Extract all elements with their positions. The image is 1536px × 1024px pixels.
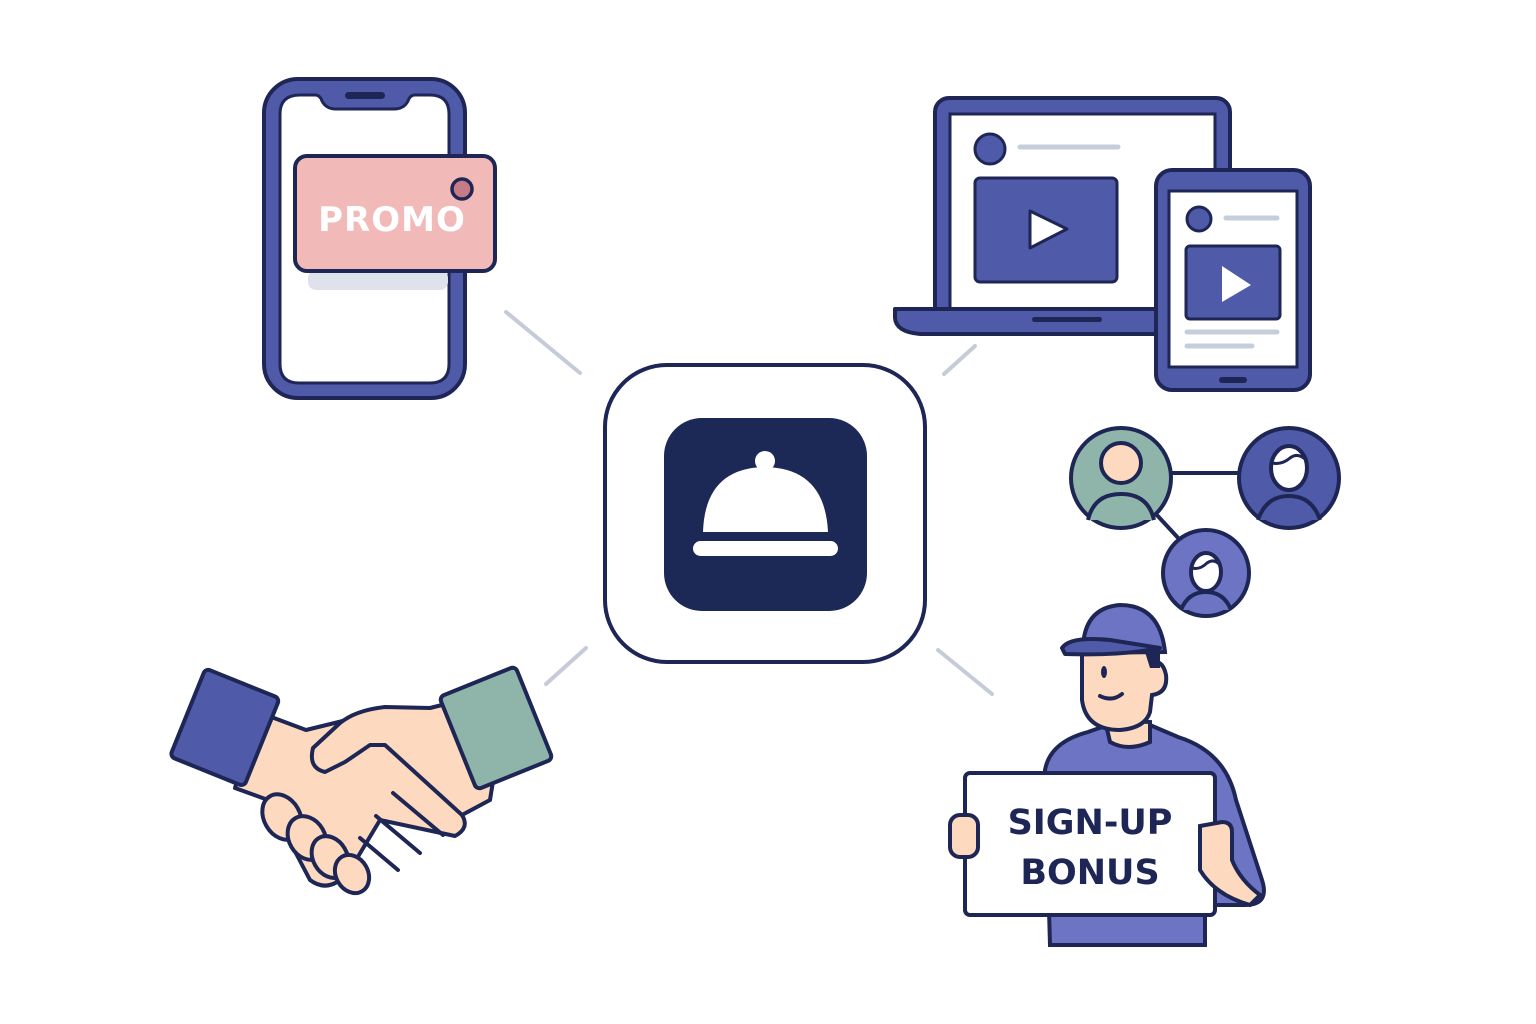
user-avatar-indigo (1237, 426, 1341, 530)
laptop-avatar (973, 132, 1007, 166)
promo-label: PROMO (318, 200, 466, 240)
user-avatar-periwinkle (1161, 528, 1251, 618)
right-sleeve-cuff (438, 665, 554, 791)
laptop-trackpad-slot (1032, 317, 1102, 322)
connector-video (942, 344, 977, 376)
courier-eye (1101, 666, 1107, 678)
cloche-icon (693, 451, 838, 556)
courier-cap-brim (1060, 637, 1162, 657)
laptop-base (893, 307, 1162, 336)
play-icon (1028, 209, 1069, 250)
tablet-avatar (1185, 205, 1213, 233)
smartphone-promo: PROMO (262, 77, 497, 400)
network-link-2 (1153, 511, 1182, 542)
courier-right-hand (1198, 819, 1264, 908)
promo-tag (293, 154, 497, 273)
handshake (169, 665, 554, 896)
signup-sign-line-2: BONUS (1020, 853, 1159, 893)
tablet-play-icon (1222, 266, 1251, 302)
tablet-home-button (1219, 377, 1247, 383)
promo-tag-hole (450, 177, 474, 201)
signup-sign-line-1: SIGN-UP (1008, 803, 1173, 843)
phone-speaker (345, 92, 385, 99)
user-avatar-teal (1069, 426, 1173, 530)
handshake-fingers (260, 792, 372, 896)
connector-handshake (544, 646, 588, 686)
connector-signup (936, 648, 994, 696)
referral-network (1069, 426, 1341, 618)
promo-tag-shadow (308, 270, 448, 290)
courier-hair (1145, 652, 1160, 668)
connector-promo (504, 310, 582, 375)
courier-smile (1098, 692, 1124, 701)
laptop-tablet-video (893, 96, 1312, 392)
signup-sign (963, 771, 1217, 917)
courier-signup-bonus: SIGN-UP BONUS (948, 602, 1266, 947)
left-sleeve-cuff (169, 667, 281, 787)
center-app-icon (603, 363, 927, 664)
handshake-finger-lines (358, 791, 445, 872)
courier-left-hand (948, 813, 980, 859)
connector-lines (504, 310, 994, 696)
